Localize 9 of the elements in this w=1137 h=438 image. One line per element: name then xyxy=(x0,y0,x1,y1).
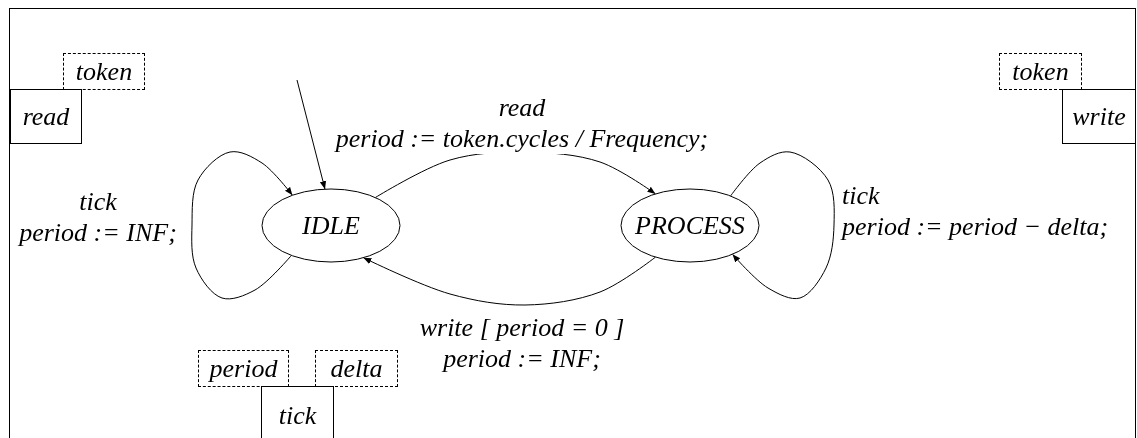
event-port-box: write xyxy=(1062,89,1136,144)
variable-box: token xyxy=(63,53,145,90)
state-ellipse: IDLE xyxy=(262,189,400,262)
event-port-box: tick xyxy=(261,386,334,438)
state-ellipse: PROCESS xyxy=(621,189,759,262)
variable-box: delta xyxy=(315,350,398,387)
event-port-box: read xyxy=(10,89,82,144)
variable-box: token xyxy=(999,53,1082,90)
variable-box: period xyxy=(198,350,289,387)
